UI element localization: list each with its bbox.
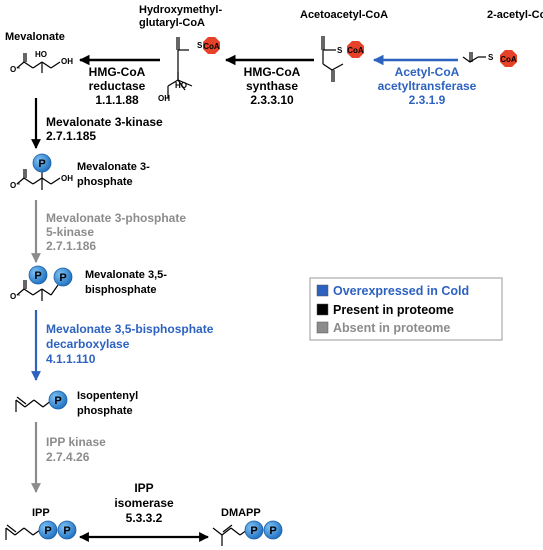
legend-item-overexpressed: Overexpressed in Cold xyxy=(316,284,469,298)
hmg-coa-structure xyxy=(167,37,193,98)
hmg-coa-label-line1: Hydroxymethyl- xyxy=(139,4,222,16)
acetyl-coa-structure xyxy=(462,52,486,63)
mevalonate-label: Mevalonate xyxy=(5,31,65,43)
acetyltransferase-name-line2: acetyltransferase xyxy=(378,79,477,93)
ipp-label: IPP xyxy=(32,507,50,519)
acetyltransferase-name-line1: Acetyl-CoA xyxy=(395,65,460,79)
svg-text:P: P xyxy=(54,395,61,407)
hmg-hydroxyl-short-label: HO xyxy=(175,81,187,90)
mev3p5-kinase-name-line2: 5-kinase xyxy=(46,225,94,239)
mevalonate-hydroxyl-label-1: HO xyxy=(35,50,47,59)
mevalonate-35-bisphosphate-structure xyxy=(16,280,59,301)
ip-label-line1: Isopentenyl xyxy=(77,390,138,402)
hmg-coa-label-line2: glutaryl-CoA xyxy=(139,17,205,29)
legend-swatch xyxy=(316,321,329,334)
mev35bp-label-line2: bisphosphate xyxy=(85,284,157,296)
decarboxylase-name-line2: decarboxylase xyxy=(46,337,130,351)
svg-text:CoA: CoA xyxy=(203,42,220,51)
legend-item-absent: Absent in proteome xyxy=(316,321,450,335)
phosphate-badge: P xyxy=(263,520,283,540)
acetyl-coa-label: 2-acetyl-CoA xyxy=(487,9,543,21)
svg-text:P: P xyxy=(59,272,66,284)
acetyl-thio-label: S xyxy=(488,53,494,62)
hmg-reductase-name-line1: HMG-CoA xyxy=(89,65,146,79)
hmg-thio-label: S xyxy=(197,41,203,50)
legend-item-present: Present in proteome xyxy=(316,303,454,317)
isomerase-ec: 5.3.3.2 xyxy=(126,511,163,525)
hmg-reductase-ec: 1.1.1.88 xyxy=(95,93,139,107)
dmapp-structure xyxy=(212,524,248,546)
phosphate-badge: P xyxy=(244,520,264,540)
isomerase-name-line2: isomerase xyxy=(114,496,174,510)
svg-text:CoA: CoA xyxy=(347,46,364,55)
mev3-kinase-name: Mevalonate 3-kinase xyxy=(46,115,163,129)
decarboxylase-ec: 4.1.1.110 xyxy=(46,352,96,366)
ipp-kinase-name: IPP kinase xyxy=(46,435,106,449)
mevalonate-oxygen-label: O⁻ xyxy=(10,65,20,74)
hmg-synthase-name-line2: synthase xyxy=(246,79,298,93)
svg-text:P: P xyxy=(63,525,70,537)
mevalonate-hydroxyl-label-2: OH xyxy=(61,57,73,66)
isomerase-name-line1: IPP xyxy=(134,481,153,495)
legend-swatch xyxy=(316,303,329,316)
hmg-reductase-name-line2: reductase xyxy=(89,79,146,93)
coa-badge: CoA xyxy=(203,37,220,54)
mev35bp-oxygen-label: O⁻ xyxy=(10,292,20,301)
svg-text:P: P xyxy=(38,158,45,170)
svg-text:P: P xyxy=(269,525,276,537)
legend-label: Absent in proteome xyxy=(333,321,450,335)
legend-swatch xyxy=(316,284,329,297)
mevalonate-structure xyxy=(16,53,61,73)
decarboxylase-name-line1: Mevalonate 3,5-bisphosphate xyxy=(46,322,214,336)
mev3p-oxygen-label: O⁻ xyxy=(10,181,20,190)
coa-badge: CoA xyxy=(347,41,364,58)
legend-label: Overexpressed in Cold xyxy=(333,284,469,298)
isopentenyl-phosphate-structure xyxy=(15,396,53,412)
svg-text:CoA: CoA xyxy=(500,55,517,64)
legend-label: Present in proteome xyxy=(333,303,454,317)
acetoacetyl-coa-label: Acetoacetyl-CoA xyxy=(300,9,388,21)
phosphate-badge: P xyxy=(32,153,52,173)
mev3p-hydroxyl-label: OH xyxy=(61,174,73,183)
mev3-kinase-ec: 2.7.1.185 xyxy=(46,129,96,143)
ipp-kinase-ec: 2.7.4.26 xyxy=(46,450,90,464)
phosphate-badge: P xyxy=(38,520,58,540)
ipp-structure xyxy=(5,524,41,540)
coa-badge: CoA xyxy=(500,50,517,67)
hmg-synthase-ec: 2.3.3.10 xyxy=(250,93,294,107)
phosphate-badge: P xyxy=(28,265,48,285)
phosphate-badge: P xyxy=(57,520,77,540)
mev3p-label-line2: phosphate xyxy=(77,176,133,188)
dmapp-label: DMAPP xyxy=(221,507,261,519)
phosphate-badge: P xyxy=(48,390,68,410)
hmg-synthase-name-line1: HMG-CoA xyxy=(244,65,301,79)
acetyltransferase-ec: 2.3.1.9 xyxy=(409,93,446,107)
mev3p5-kinase-ec: 2.7.1.186 xyxy=(46,239,96,253)
svg-text:P: P xyxy=(34,270,41,282)
svg-text:P: P xyxy=(44,525,51,537)
mevalonate-3-phosphate-structure xyxy=(16,169,61,190)
svg-text:P: P xyxy=(250,525,257,537)
ip-label-line2: phosphate xyxy=(77,405,133,417)
legend: Overexpressed in Cold Present in proteom… xyxy=(309,277,503,341)
hmg-hydroxyl-label: OH xyxy=(158,94,170,103)
phosphate-badge: P xyxy=(53,267,73,287)
legend-box xyxy=(309,277,503,341)
acetoacetyl-coa-structure xyxy=(321,36,344,82)
mev3p-label-line1: Mevalonate 3- xyxy=(77,161,150,173)
acetoacetyl-thio-label: S xyxy=(337,46,343,55)
mev35bp-label-line1: Mevalonate 3,5- xyxy=(85,269,167,281)
mev3p5-kinase-name-line1: Mevalonate 3-phosphate xyxy=(46,211,186,225)
